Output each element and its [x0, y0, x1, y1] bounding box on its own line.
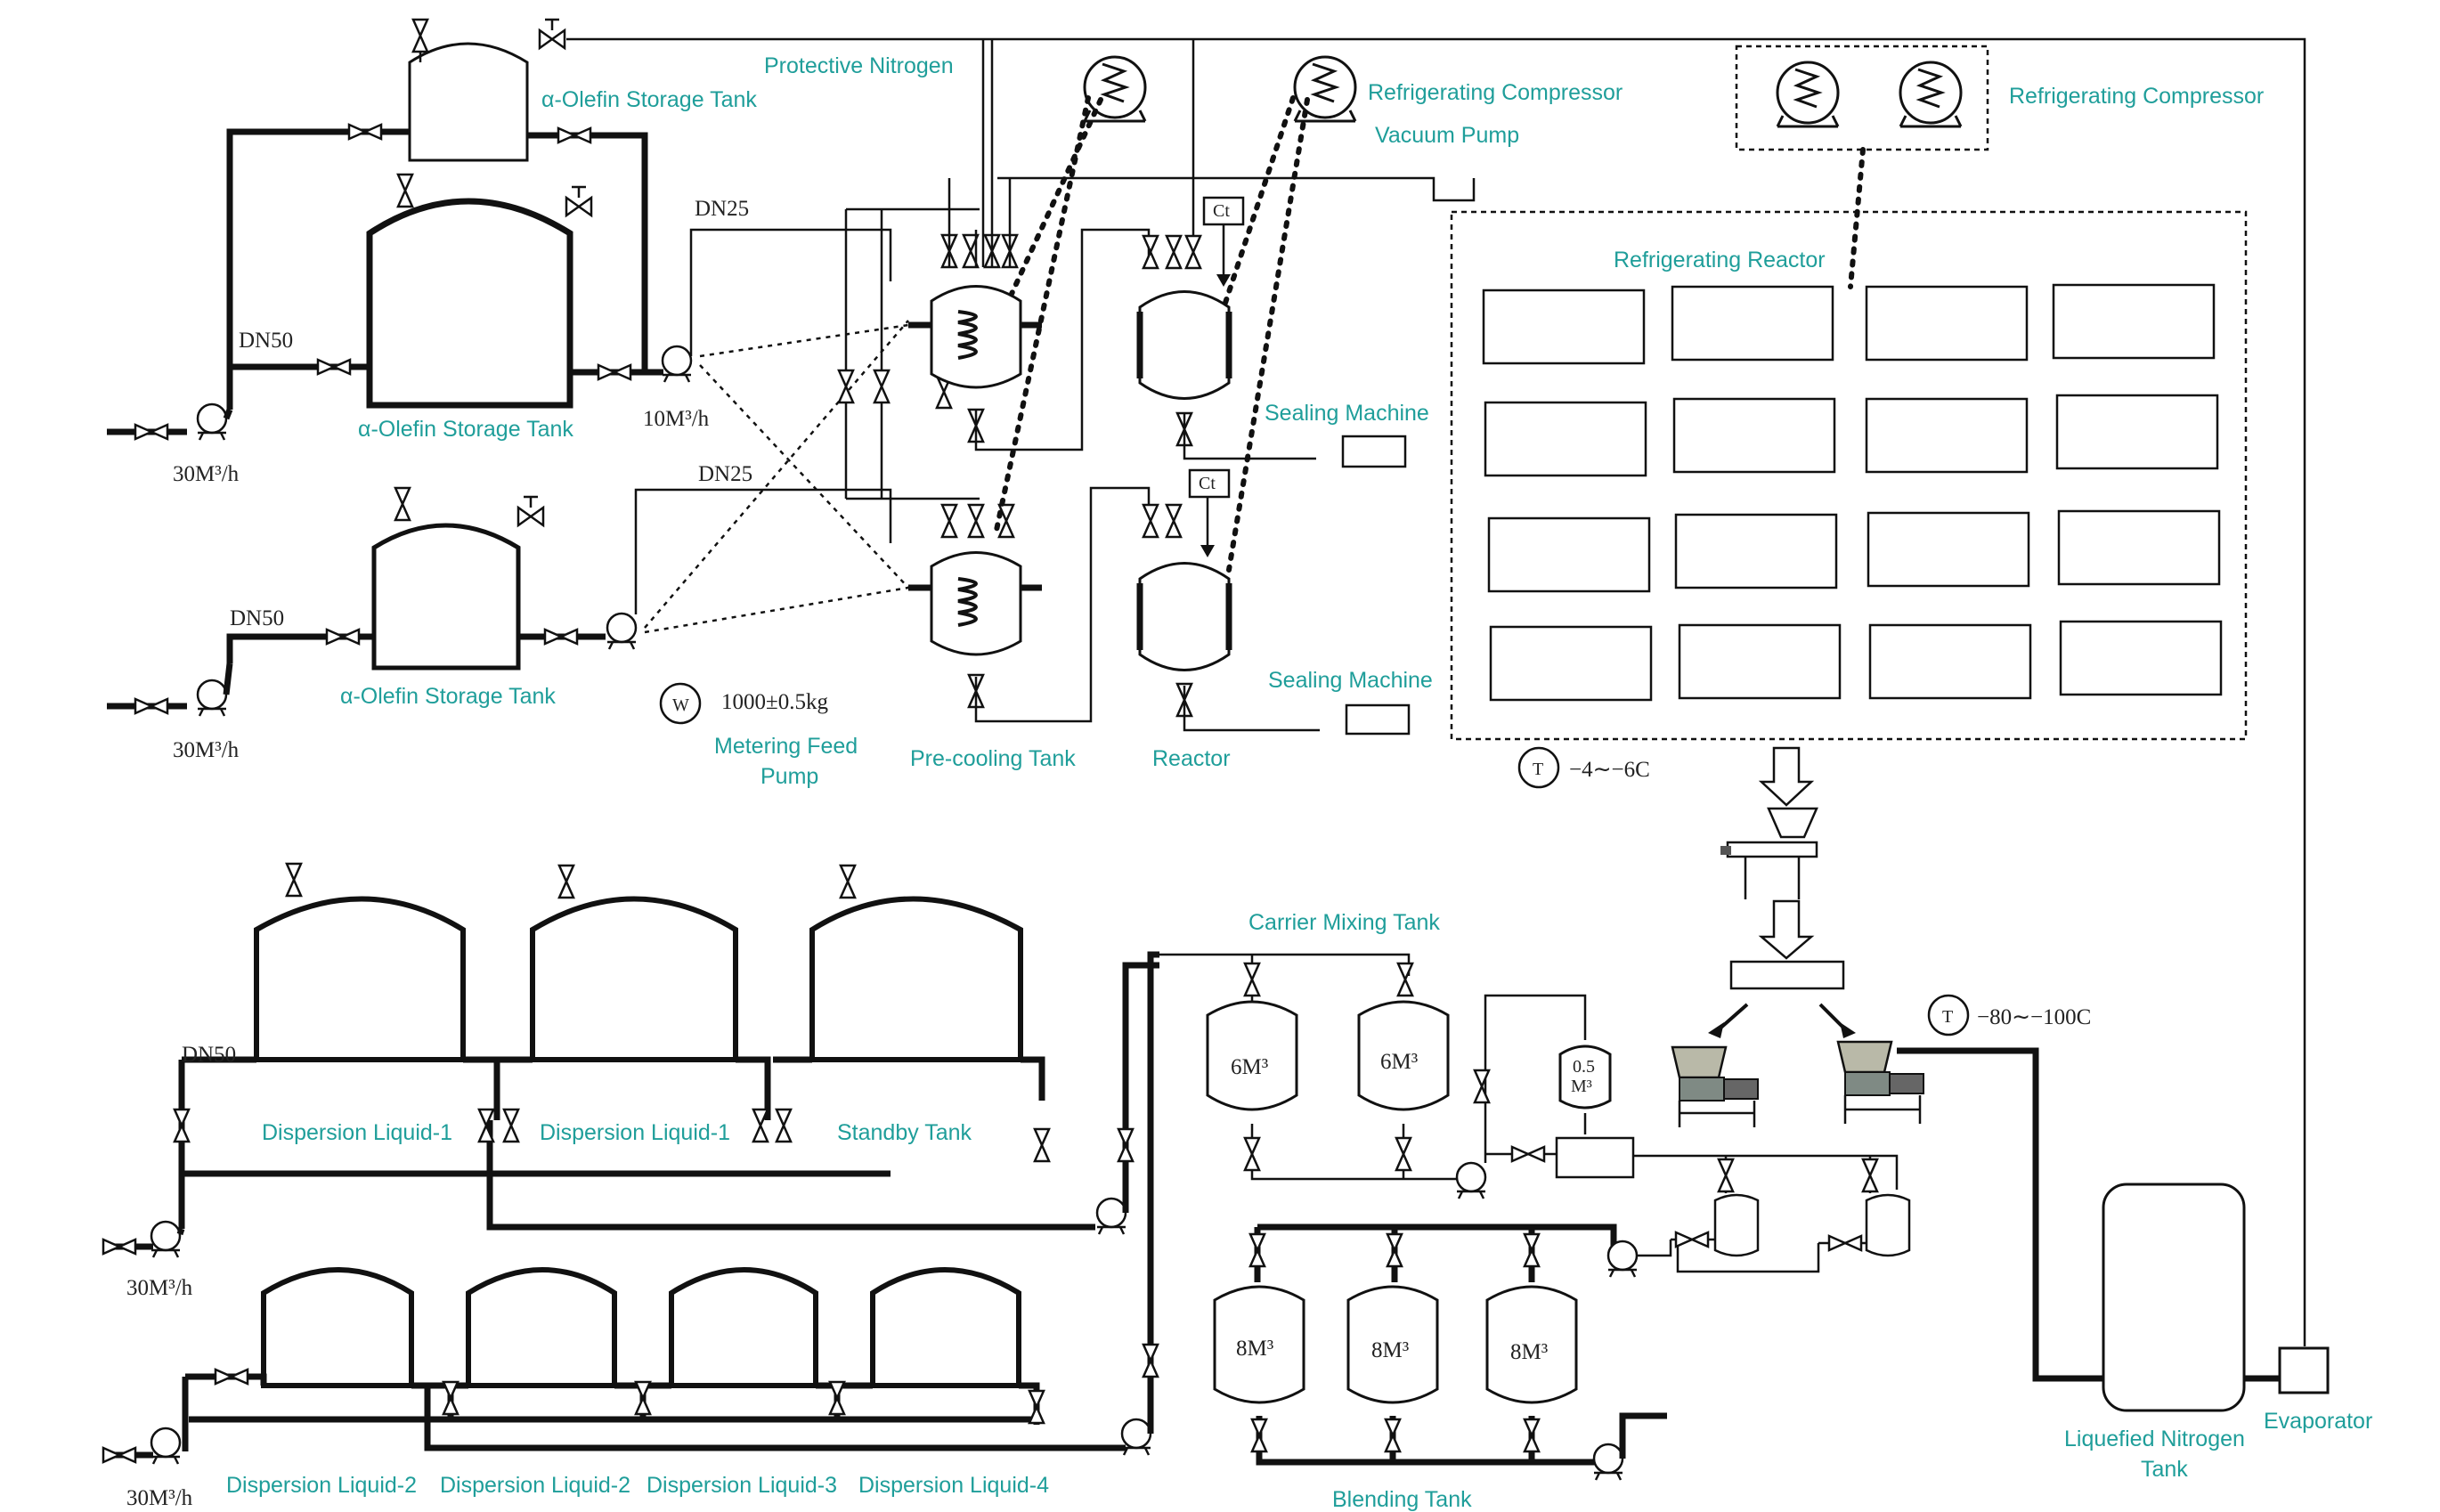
- anno-small-tank-05: 0.5: [1573, 1057, 1595, 1077]
- dispersion-tank-4: [870, 1267, 1021, 1388]
- receiver-left: [1713, 1193, 1760, 1257]
- label-sealing-machine-1: Sealing Machine: [1265, 401, 1429, 426]
- label-olefin-tank-lower: α-Olefin Storage Tank: [340, 684, 556, 709]
- anno-dn25-mid: DN25: [698, 462, 752, 486]
- dispersion-tank-1a: [254, 862, 466, 1062]
- carrier-tank-6m-b: [1357, 1000, 1450, 1111]
- label-reactor: Reactor: [1152, 746, 1231, 771]
- label-dispersion-1b: Dispersion Liquid-1: [540, 1120, 730, 1145]
- nitrogen-main-line: [566, 37, 2306, 1346]
- evaporator-box: [2278, 1346, 2330, 1394]
- sealing-machine-2-box: [1345, 703, 1411, 736]
- label-metering-pump-2: Pump: [760, 764, 818, 789]
- carrier-tank-6m-a: [1206, 1000, 1298, 1111]
- label-liquefied-nitrogen-2: Tank: [2141, 1457, 2188, 1482]
- label-olefin-tank-large: α-Olefin Storage Tank: [358, 417, 573, 442]
- temp-symbol-1-circle: [1517, 746, 1560, 789]
- anno-dn25-top: DN25: [695, 197, 749, 221]
- label-liquefied-nitrogen-1: Liquefied Nitrogen: [2064, 1427, 2245, 1451]
- dispersion-tank-2b: [466, 1267, 617, 1388]
- label-metering-pump-1: Metering Feed: [714, 734, 858, 759]
- anno-blend-8m-b: 8M³: [1371, 1338, 1410, 1362]
- anno-carrier-6m-a: 6M³: [1231, 1055, 1269, 1079]
- anno-flow-10: 10M³/h: [643, 407, 710, 431]
- blend-tank-8m-b: [1346, 1285, 1439, 1404]
- weight-symbol-circle: [659, 682, 702, 725]
- anno-ct-1: Ct: [1213, 201, 1230, 221]
- dosing-box: [1555, 1136, 1635, 1179]
- anno-ct-2: Ct: [1199, 474, 1216, 493]
- label-blending-tank: Blending Tank: [1332, 1487, 1472, 1512]
- label-dispersion-4: Dispersion Liquid-4: [858, 1473, 1049, 1498]
- label-evaporator: Evaporator: [2264, 1409, 2372, 1434]
- anno-blend-8m-a: 8M³: [1236, 1337, 1274, 1361]
- anno-dn50-top: DN50: [239, 329, 293, 353]
- anno-dn50-lower: DN50: [182, 1043, 236, 1067]
- liquefied-nitrogen-tank: [2102, 1183, 2246, 1412]
- anno-small-tank-m3: M³: [1571, 1077, 1592, 1096]
- dispersion-tank-1b: [530, 864, 738, 1062]
- label-carrier-mixing-tank: Carrier Mixing Tank: [1248, 910, 1440, 935]
- anno-dn50-mid: DN50: [230, 606, 284, 630]
- reactor-upper: [1136, 196, 1245, 447]
- anno-carrier-6m-b: 6M³: [1380, 1050, 1419, 1074]
- refrig-reactor-enclosure: [1450, 210, 2248, 741]
- dashed-signal-1: [699, 323, 909, 589]
- label-standby-tank: Standby Tank: [837, 1120, 972, 1145]
- crusher-right-icon: [1836, 1040, 1924, 1124]
- sealing-machine-1-box: [1341, 435, 1407, 468]
- refrig-coolant-lines-left: [993, 95, 1310, 573]
- label-dispersion-2a: Dispersion Liquid-2: [226, 1473, 417, 1498]
- label-dispersion-3: Dispersion Liquid-3: [647, 1473, 837, 1498]
- dn25-top-pipe: [689, 228, 892, 356]
- anno-weight-symbol: W: [672, 695, 689, 715]
- label-precooling-tank: Pre-cooling Tank: [910, 746, 1076, 771]
- label-refrig-compressor-1: Refrigerating Compressor: [1368, 80, 1623, 105]
- label-refrig-compressor-2: Refrigerating Compressor: [2009, 84, 2264, 109]
- label-dispersion-1a: Dispersion Liquid-1: [262, 1120, 452, 1145]
- refrig-reactor-grid: [1482, 283, 2223, 702]
- reactor-lower: [1136, 468, 1232, 718]
- label-refrig-reactor: Refrigerating Reactor: [1614, 248, 1826, 272]
- receiver-right: [1865, 1193, 1911, 1257]
- anno-flow-30-b: 30M³/h: [173, 738, 240, 762]
- olefin-storage-tank-lower: [371, 486, 545, 671]
- olefin-storage-tank-small: [408, 18, 566, 162]
- precooling-tank-upper: [908, 233, 1042, 443]
- olefin-storage-tank-large: [366, 173, 593, 409]
- anno-temp-range-2: −80∼−100C: [1977, 1005, 2091, 1029]
- label-dispersion-2b: Dispersion Liquid-2: [440, 1473, 630, 1498]
- anno-flow-30-c: 30M³/h: [126, 1276, 193, 1300]
- precooling-tank-lower: [908, 503, 1042, 709]
- dispersion-upper-pipes: [182, 1056, 1045, 1120]
- anno-blend-8m-c: 8M³: [1510, 1340, 1549, 1364]
- anno-flow-30-d: 30M³/h: [126, 1486, 193, 1510]
- crusher-left-icon: [1671, 1045, 1759, 1127]
- label-sealing-machine-2: Sealing Machine: [1268, 668, 1433, 693]
- label-protective-nitrogen: Protective Nitrogen: [764, 53, 954, 78]
- standby-tank: [809, 864, 1023, 1062]
- blend-tank-8m-a: [1213, 1285, 1305, 1404]
- label-olefin-tank-small: α-Olefin Storage Tank: [541, 87, 757, 112]
- anno-weight-value: 1000±0.5kg: [721, 690, 828, 714]
- blend-tank-8m-c: [1485, 1285, 1578, 1404]
- anno-flow-30-a: 30M³/h: [173, 462, 240, 486]
- dispersion-tank-2a: [261, 1267, 414, 1388]
- temp-symbol-2-circle: [1927, 994, 1970, 1036]
- dispersion-tank-3: [669, 1267, 818, 1388]
- conveyor-icon: [1720, 807, 1818, 899]
- small-tank-05m: [1558, 1045, 1612, 1110]
- dn25-mid-pipe: [634, 488, 892, 614]
- anno-temp-range-1: −4∼−6C: [1569, 758, 1650, 782]
- label-vacuum-pump: Vacuum Pump: [1375, 123, 1519, 148]
- anno-temp-symbol-1: T: [1533, 760, 1543, 779]
- anno-temp-symbol-2: T: [1942, 1007, 1953, 1027]
